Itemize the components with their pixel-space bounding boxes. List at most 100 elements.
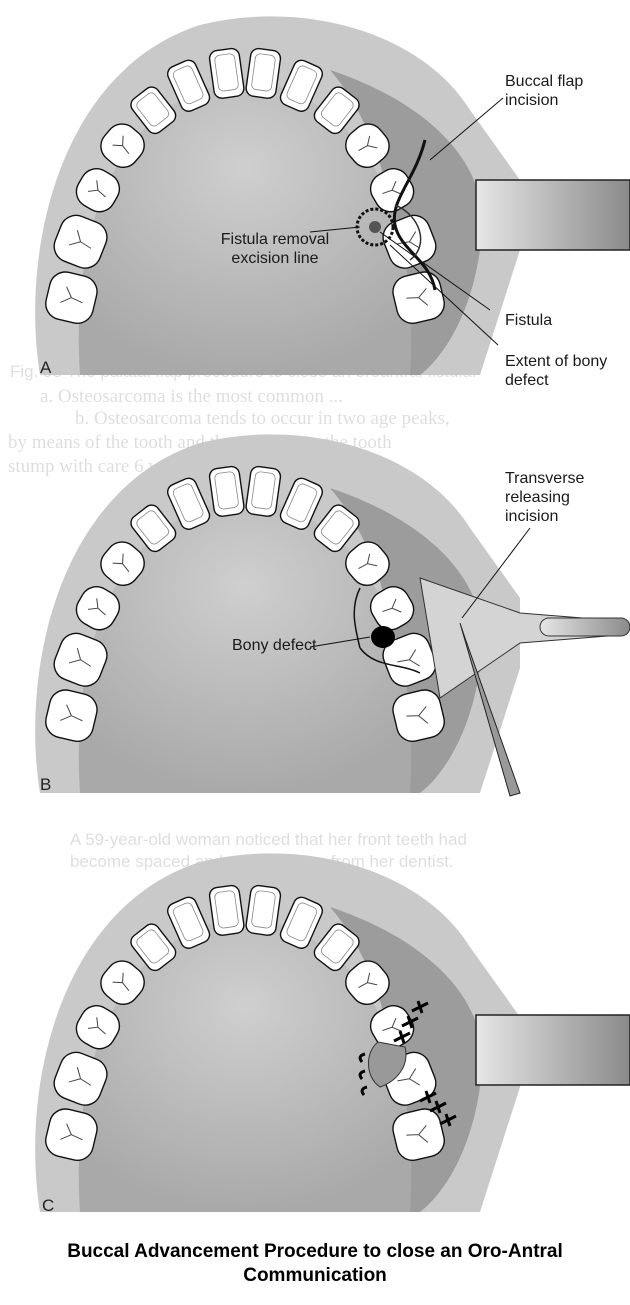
palate — [78, 917, 412, 1212]
tooth — [130, 923, 177, 972]
tooth-fissure — [382, 1017, 402, 1032]
tooth-fissure — [112, 135, 130, 154]
palate — [78, 498, 412, 793]
tooth — [130, 504, 177, 553]
tooth — [45, 271, 98, 325]
tooth-outline — [172, 483, 204, 523]
tooth-fissure — [406, 706, 429, 724]
tooth-fissure — [60, 286, 83, 304]
tooth-crown — [208, 465, 245, 517]
figure-caption: Buccal Advancement Procedure to close an… — [0, 1240, 630, 1288]
tooth — [130, 86, 177, 135]
tooth — [45, 689, 98, 743]
leader-line — [309, 226, 361, 233]
tooth-fissure — [87, 598, 106, 616]
tooth-outline — [214, 53, 239, 92]
tooth-outline — [286, 65, 318, 105]
flap-retractor — [539, 617, 630, 637]
tooth — [53, 1051, 108, 1106]
tooth-fissure — [358, 972, 378, 989]
panel-a — [35, 16, 630, 375]
suture — [429, 1100, 447, 1114]
tooth — [279, 477, 323, 530]
tooth-crown — [167, 896, 211, 949]
tooth-fissure — [87, 1017, 106, 1035]
tooth — [208, 47, 245, 99]
tooth-fissure — [68, 648, 92, 667]
tooth — [345, 960, 390, 1006]
show-through-text: a. Osteosarcoma is the most common ... — [40, 386, 343, 407]
tooth-fissure — [397, 1068, 420, 1086]
tooth-outline — [251, 890, 276, 929]
tooth — [313, 504, 360, 553]
suture — [401, 1015, 419, 1029]
tooth-outline — [251, 53, 276, 92]
tooth-fissure — [112, 553, 130, 572]
tooth — [245, 47, 282, 99]
tooth-fissure — [406, 288, 429, 306]
suture — [358, 1069, 366, 1080]
tooth-outline — [251, 471, 276, 510]
tooth — [100, 123, 145, 169]
tooth — [208, 884, 245, 936]
tooth — [345, 123, 390, 169]
label-transverse-releasing-incision: Transverse releasing incision — [505, 470, 585, 525]
tooth-crown — [208, 884, 245, 936]
leader-line — [379, 231, 491, 311]
tooth-crown — [279, 477, 323, 530]
tooth-outline — [172, 65, 204, 105]
elevated-flap — [419, 577, 621, 699]
leader-line — [309, 636, 371, 648]
tooth — [392, 1108, 445, 1162]
tooth — [369, 586, 415, 631]
tooth — [75, 168, 121, 213]
tooth-crown — [208, 47, 245, 99]
show-through-text: A 59-year-old woman noticed that her fro… — [70, 830, 467, 849]
tooth-outline — [172, 902, 204, 942]
panel-letter-a: A — [40, 358, 52, 377]
tooth — [245, 465, 282, 517]
tooth-outline — [136, 92, 169, 127]
panel-b — [35, 434, 630, 797]
tooth — [75, 1005, 121, 1050]
tooth-outline — [214, 471, 239, 510]
tooth-fissure — [112, 972, 130, 991]
suture — [358, 1052, 366, 1063]
tooth — [167, 896, 211, 949]
tooth-outline — [321, 510, 354, 545]
tooth — [345, 541, 390, 587]
scalpel — [459, 622, 521, 797]
tooth-outline — [136, 510, 169, 545]
tooth-fissure — [397, 649, 420, 667]
caption-line-1: Buccal Advancement Procedure to close an… — [67, 1241, 563, 1262]
tooth — [245, 884, 282, 936]
buccal-flap-incision-line — [392, 139, 437, 291]
tooth — [392, 271, 445, 325]
tooth-fissure — [382, 598, 402, 613]
bony-defect — [371, 626, 395, 648]
leader-line — [461, 527, 531, 619]
tooth — [167, 59, 211, 112]
bony-defect-extent — [394, 204, 422, 261]
tooth-outline — [214, 890, 239, 929]
tooth-fissure — [68, 1067, 92, 1086]
tooth — [45, 1108, 98, 1162]
tooth — [167, 477, 211, 530]
panel-letter-b: B — [40, 775, 52, 794]
tooth — [279, 896, 323, 949]
tooth-crown — [279, 896, 323, 949]
tooth-outline — [321, 92, 354, 127]
tooth-outline — [286, 902, 318, 942]
tooth — [100, 960, 145, 1006]
tooth-crown — [167, 59, 211, 112]
label-buccal-flap-incision: Buccal flap incision — [505, 73, 584, 109]
tooth-crown — [245, 47, 282, 99]
label-bony-defect: Bony defect — [232, 637, 317, 654]
tooth-outline — [321, 929, 354, 964]
suture — [411, 1000, 429, 1014]
tooth — [313, 923, 360, 972]
tooth — [53, 632, 108, 687]
tooth-fissure — [68, 230, 92, 249]
advanced-flap — [368, 1041, 407, 1088]
tooth-outline — [136, 929, 169, 964]
